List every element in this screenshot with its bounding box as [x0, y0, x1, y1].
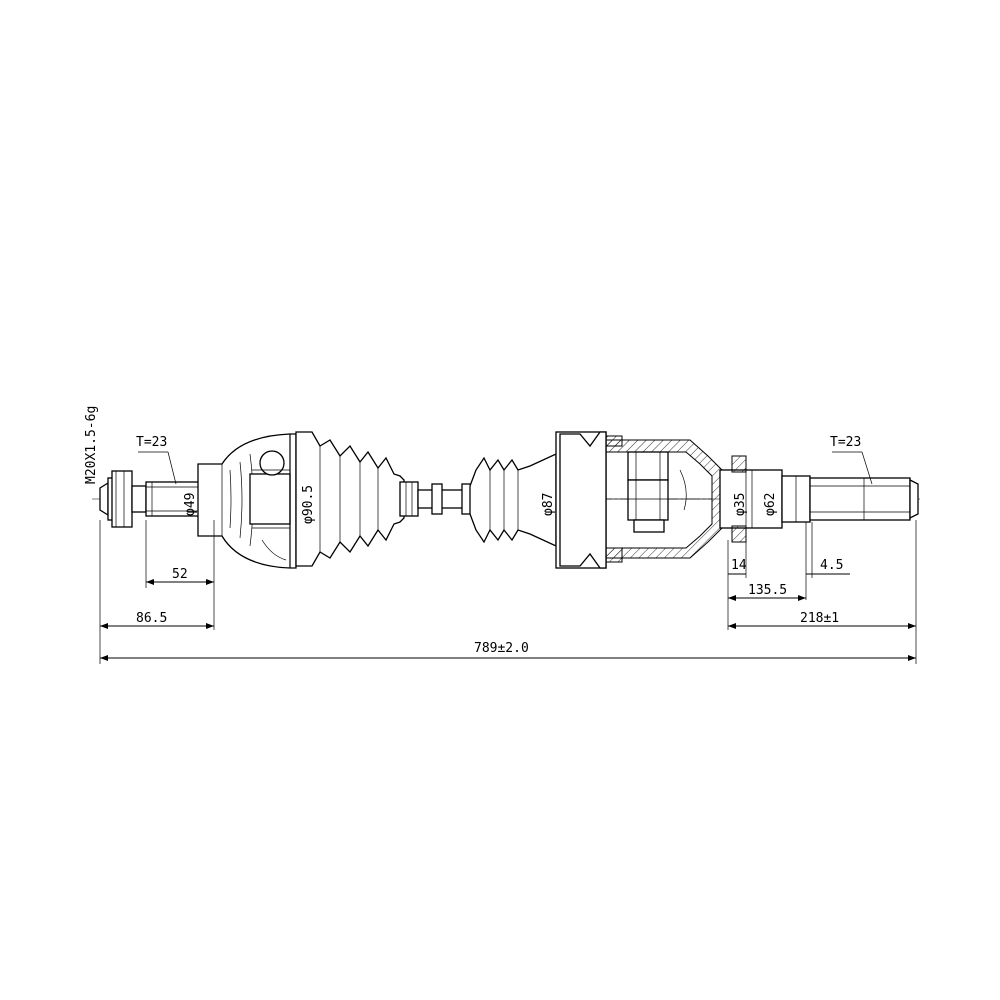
- dim-14-label: 14: [731, 558, 747, 573]
- bearing-inner-diameter-label: φ35: [733, 493, 748, 516]
- dim-4-5-label: 4.5: [820, 558, 843, 573]
- outer-boot: [295, 431, 419, 567]
- dim-218-label: 218±1: [800, 611, 839, 626]
- dim-135-5-label: 135.5: [748, 583, 787, 598]
- dim-52-label: 52: [172, 567, 188, 582]
- intermediate-bearing: [719, 455, 811, 543]
- thread-spec-label: M20X1.5-6g: [84, 406, 99, 484]
- right-spline: [809, 477, 919, 521]
- left-spline-leader-diag: [167, 451, 177, 485]
- main-shaft: [417, 483, 479, 515]
- inner-cv-joint: [555, 431, 723, 569]
- bearing-outer-diameter-label: φ62: [763, 493, 778, 516]
- dim-789-label: 789±2.0: [474, 641, 529, 656]
- inner-joint-diameter-label: φ87: [541, 493, 556, 516]
- outer-cv-joint: [197, 433, 297, 569]
- dim-86-5-label: 86.5: [136, 611, 167, 626]
- right-spline-teeth-label: T=23: [830, 435, 861, 450]
- dimension-lines: [99, 520, 917, 664]
- threaded-tip: [99, 470, 147, 528]
- outer-joint-diameter-label: φ90.5: [301, 485, 316, 524]
- stub-diameter-label: φ49: [183, 493, 198, 516]
- right-spline-leader-diag: [861, 451, 873, 485]
- left-spline-teeth-label: T=23: [136, 435, 167, 450]
